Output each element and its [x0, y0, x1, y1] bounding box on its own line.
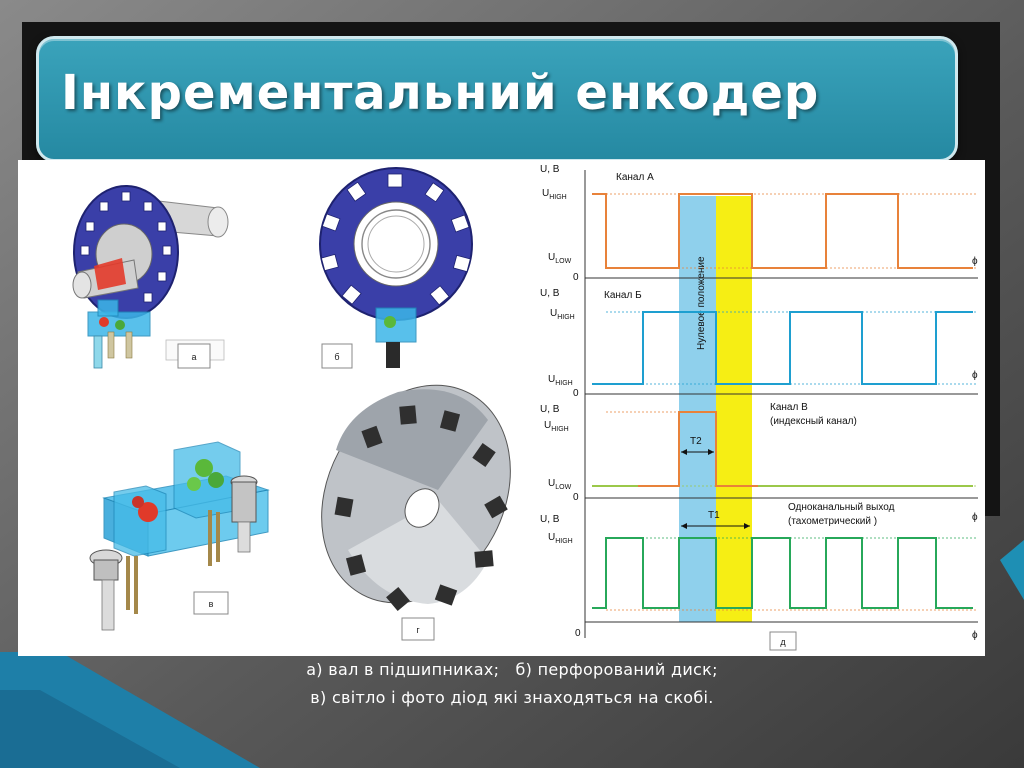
y-axis-label-s: U, B: [540, 514, 560, 525]
u-high-b-low: UHIGH: [548, 374, 573, 387]
channel-v-sublabel: (индексный канал): [770, 416, 857, 427]
figure-v-bracket-led-photodiode: в: [89, 441, 270, 631]
figure-label-v: в: [209, 599, 214, 609]
zero-position-band: [679, 196, 716, 622]
y-axis-label-b: U, B: [540, 288, 560, 299]
figure-label-g: г: [416, 625, 420, 635]
t2-label: T2: [690, 436, 702, 447]
u-high-v: UHIGH: [544, 420, 569, 433]
figure-caption: а) вал в підшипниках; б) перфорований ди…: [0, 656, 1024, 712]
phi-a: ϕ: [972, 256, 978, 267]
figure-label-a: а: [191, 352, 196, 362]
channel-a-label: Канал А: [616, 172, 654, 183]
figure-label-b: б: [334, 352, 339, 362]
timing-diagram: Нулевое положение U, B UHIGH ULOW 0 ϕ Ка…: [540, 164, 978, 651]
figure-g-slotted-disk: г: [321, 384, 511, 641]
yellow-band: [716, 196, 752, 622]
phi-b: ϕ: [972, 370, 978, 381]
t1-label: T1: [708, 510, 720, 521]
channel-v-label: Канал В: [770, 402, 808, 413]
panel-channel-v: T2 U, B UHIGH ULOW 0 ϕ Канал В (индексны…: [540, 402, 978, 523]
panel-channel-b: U, B UHIGH UHIGH 0 ϕ Канал Б: [540, 288, 978, 399]
u-high-s: UHIGH: [548, 532, 573, 545]
title-bar: Інкрементальний енкодер: [36, 36, 958, 162]
caption-line-2: в) світло і фото діод які знаходяться на…: [310, 688, 714, 707]
channel-b-label: Канал Б: [604, 290, 642, 301]
u-high-b: UHIGH: [550, 308, 575, 321]
phi-s: ϕ: [972, 630, 978, 641]
zero-s: 0: [575, 628, 581, 639]
zero-a: 0: [573, 272, 579, 283]
panel-channel-a: U, B UHIGH ULOW 0 ϕ Канал А: [540, 164, 978, 283]
caption-line-1: а) вал в підшипниках; б) перфорований ди…: [306, 660, 718, 679]
zero-b: 0: [573, 388, 579, 399]
y-axis-label-v: U, B: [540, 404, 560, 415]
panel-single-channel: T1 U, B UHIGH 0 ϕ Одноканальный выход (т…: [540, 502, 978, 651]
phi-v: ϕ: [972, 512, 978, 523]
u-low-v: ULOW: [548, 478, 572, 491]
single-channel-sublabel: (тахометрический ): [788, 516, 877, 527]
figure-b-perforated-disk: б: [319, 167, 473, 369]
encoder-figures: а б: [72, 164, 978, 651]
zero-position-label: Нулевое положение: [696, 256, 707, 350]
y-axis-label-a: U, B: [540, 164, 560, 175]
figure-a-shaft-with-disk: а: [72, 185, 229, 369]
single-channel-label: Одноканальный выход: [788, 502, 895, 513]
figure-label-d: д: [780, 637, 786, 647]
figure-panel: а б: [18, 160, 985, 656]
u-high-a: UHIGH: [542, 188, 567, 201]
slide-title: Інкрементальний енкодер: [61, 65, 820, 121]
u-low-a: ULOW: [548, 252, 572, 265]
zero-v: 0: [573, 492, 579, 503]
